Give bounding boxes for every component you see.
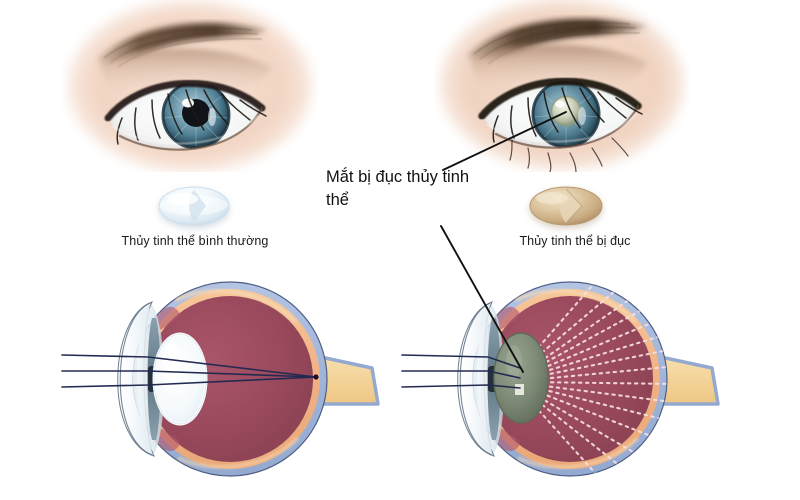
leader-line-to-cross-section-lens bbox=[440, 225, 524, 373]
lens-highlight bbox=[168, 193, 198, 205]
caption-normal-lens: Thủy tinh thể bình thường bbox=[121, 234, 269, 248]
lens-highlight bbox=[506, 345, 522, 379]
caption-cataract-lens: Thủy tinh thể bị đục bbox=[519, 234, 631, 248]
lower-eyelashes bbox=[509, 137, 629, 172]
lens-opacity-spot bbox=[515, 384, 524, 395]
annotation-label: Mắt bị đục thủy tinh thể bbox=[326, 168, 470, 209]
cataract-eye-photo bbox=[440, 0, 684, 172]
focal-point bbox=[313, 374, 319, 380]
lower-lash-line bbox=[494, 104, 640, 149]
ciliary-body bbox=[150, 306, 180, 452]
eyelashes bbox=[492, 87, 643, 143]
eyelashes bbox=[116, 89, 267, 145]
normal-eye-cross-section bbox=[61, 281, 380, 477]
cataract-lens-illustration bbox=[529, 186, 603, 226]
leader-line-to-photo-pupil bbox=[442, 111, 567, 171]
normal-lens-illustration bbox=[158, 186, 230, 226]
corneal-highlight bbox=[555, 100, 565, 108]
lens-highlight bbox=[536, 192, 568, 204]
normal-eye-photo bbox=[68, 0, 312, 172]
cataract-eye-cross-section bbox=[401, 281, 720, 477]
cataractous-lens bbox=[493, 332, 549, 424]
upper-lash-line bbox=[478, 77, 642, 120]
light-rays-incoming bbox=[401, 354, 521, 389]
scattered-light-rays bbox=[523, 282, 667, 476]
upper-lash-line bbox=[104, 79, 266, 122]
light-rays-converging bbox=[61, 354, 317, 388]
